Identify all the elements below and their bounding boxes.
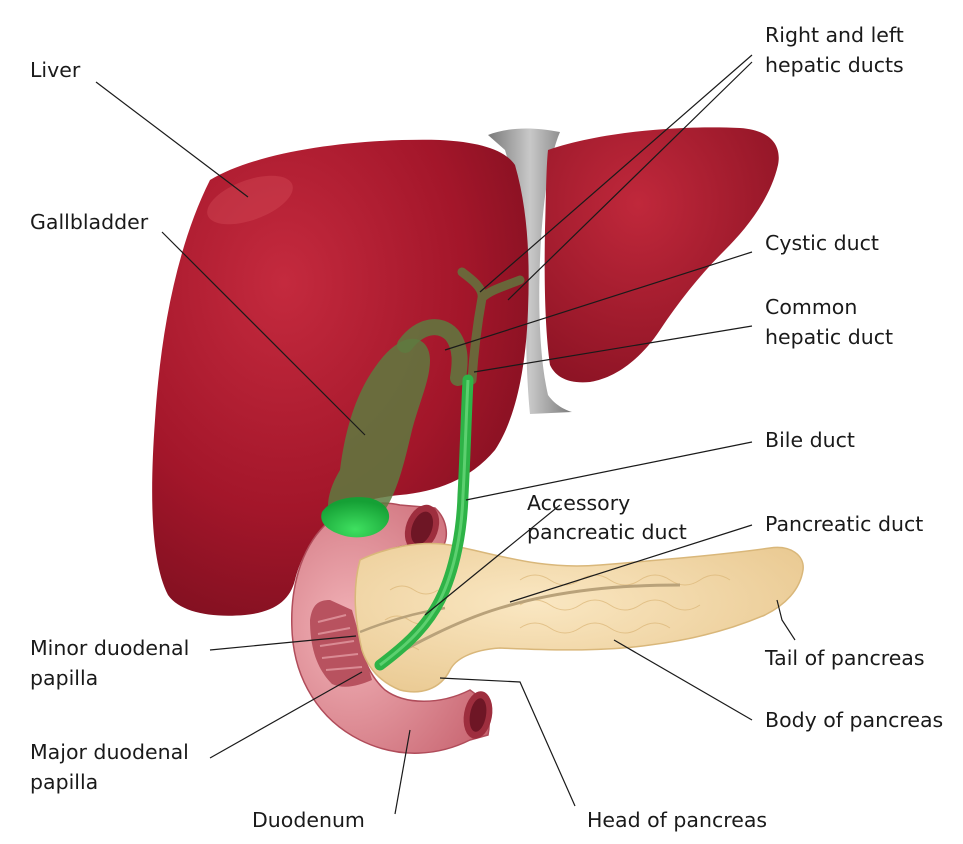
label-duodenum: Duodenum (252, 808, 365, 832)
leader-head (439, 677, 576, 807)
gallbladder-fundus (321, 497, 390, 538)
leader-liver (95, 81, 249, 198)
leader-cystic (444, 251, 753, 351)
leader-common-hepatic (473, 325, 753, 373)
label-gallbladder: Gallbladder (30, 210, 149, 234)
leader-minor-papilla (209, 635, 357, 651)
label-common-hepatic-line2: hepatic duct (765, 325, 894, 349)
leader-pancreatic (509, 524, 753, 603)
leader-bile-duct (465, 441, 753, 501)
liver-right-lobe (152, 139, 529, 616)
label-right-left-hepatic-line2: hepatic ducts (765, 53, 904, 77)
label-body-of-pancreas: Body of pancreas (765, 708, 944, 732)
label-accessory-line2: pancreatic duct (527, 520, 687, 544)
leader-hepatic-right (479, 54, 753, 293)
leader-accessory (424, 504, 561, 616)
cystic-duct (397, 319, 468, 386)
leader-duodenum (394, 729, 411, 815)
label-tail-of-pancreas: Tail of pancreas (765, 646, 925, 670)
hepatic-ducts (457, 267, 525, 385)
label-accessory-line1: Accessory (527, 491, 631, 515)
label-right-left-hepatic-line1: Right and left (765, 23, 904, 47)
leader-lines (95, 54, 796, 815)
leader-body (613, 639, 753, 721)
label-liver: Liver (30, 58, 81, 82)
label-bile-duct: Bile duct (765, 428, 855, 452)
pancreas (354, 542, 804, 693)
label-minor-papilla-line1: Minor duodenal (30, 636, 190, 660)
label-major-papilla-line1: Major duodenal (30, 740, 189, 764)
liver-left-lobe (544, 127, 779, 383)
leader-hepatic-left (507, 61, 753, 301)
label-head-of-pancreas: Head of pancreas (587, 808, 768, 832)
leader-tail (776, 599, 796, 641)
gallbladder (328, 338, 430, 530)
label-pancreatic-duct: Pancreatic duct (765, 512, 924, 536)
falciform-ligament (488, 128, 572, 414)
leader-gallbladder (161, 231, 366, 436)
label-minor-papilla-line2: papilla (30, 666, 99, 690)
label-common-hepatic-line1: Common (765, 295, 858, 319)
label-cystic-duct: Cystic duct (765, 231, 879, 255)
leader-major-papilla (209, 671, 363, 759)
pancreatic-duct (377, 583, 681, 667)
label-major-papilla-line2: papilla (30, 770, 99, 794)
